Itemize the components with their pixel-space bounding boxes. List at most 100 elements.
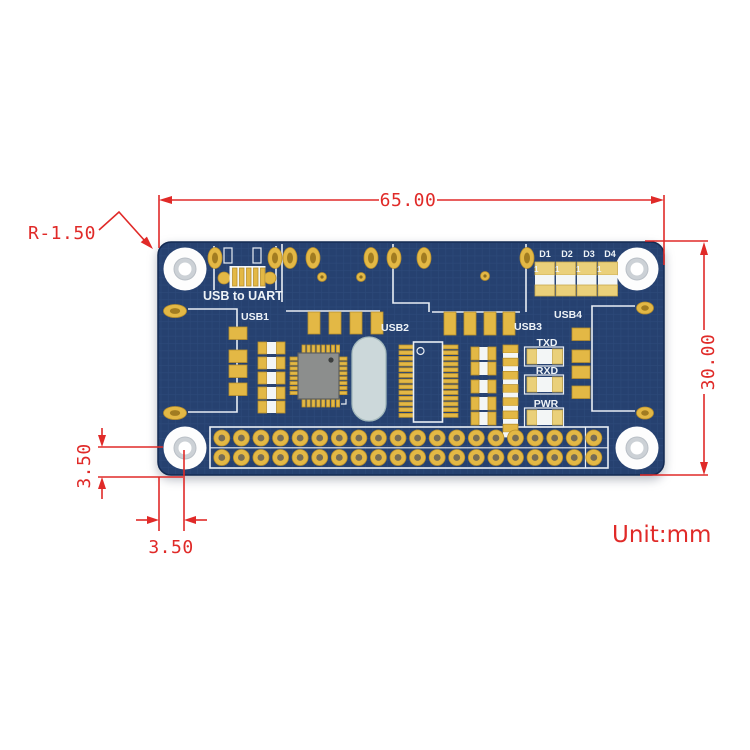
gpio-pin-hole	[433, 454, 441, 461]
qfp-pin	[326, 344, 331, 354]
dim-corner-radius: R-1.50	[28, 210, 153, 249]
led-body	[537, 410, 553, 425]
gpio-pin-hole	[570, 454, 578, 461]
ssop-pin	[398, 384, 414, 390]
corner-radius-value: R-1.50	[28, 223, 96, 244]
silkscreen-labels: USB to UART USB1 USB2 USB3 USB4 TXD RXD …	[203, 249, 616, 410]
led-body	[577, 275, 597, 285]
qfp-pin	[289, 381, 299, 386]
ssop-ic-footprint	[398, 341, 459, 423]
usb4-pad	[571, 365, 591, 379]
resistor-pad	[276, 371, 286, 385]
qfp-pin	[289, 385, 299, 391]
ssop-pin	[442, 395, 459, 401]
ssop-pin	[442, 367, 459, 373]
gpio-pin-hole	[375, 434, 382, 442]
gpio-pin-hole	[414, 434, 421, 442]
led-body	[556, 275, 576, 285]
usb2-pad	[328, 311, 342, 335]
qfp-pin	[338, 361, 348, 366]
ssop-pin	[398, 373, 414, 378]
led-pad	[597, 284, 618, 297]
qfp-pin	[301, 398, 306, 408]
d4-label: D4	[604, 249, 616, 259]
qfp-pin	[311, 344, 316, 354]
ssop-pin	[442, 373, 459, 378]
resistor-body	[479, 397, 488, 410]
resistor-pad	[470, 396, 480, 411]
ssop-pin	[442, 361, 459, 367]
usb2-pad	[370, 311, 384, 335]
led-pad	[552, 348, 563, 365]
resistor-pad	[257, 371, 267, 385]
uart-mount-pad	[217, 271, 231, 285]
led-pad	[534, 284, 555, 297]
arrowhead-up	[700, 242, 708, 255]
led-pad	[555, 284, 576, 297]
qfp-pin	[306, 344, 311, 354]
resistor-pad	[502, 370, 519, 380]
led-pad	[576, 284, 597, 297]
qfp-pin	[301, 344, 306, 354]
led-outline	[523, 407, 565, 428]
led-pad	[526, 409, 538, 426]
resistor-body	[266, 387, 277, 399]
gpio-pin-hole	[375, 454, 382, 461]
gpio-pin-hole	[590, 434, 598, 442]
via-hole	[359, 275, 363, 279]
arrowhead	[140, 236, 153, 249]
led-pad	[526, 376, 538, 393]
qfp-pin	[335, 344, 340, 354]
gpio-pin-hole	[551, 434, 559, 442]
passive-components	[257, 341, 519, 438]
post-pad-hole	[272, 252, 278, 264]
uart-connector-pins	[217, 266, 277, 288]
resistor-pad	[276, 400, 286, 414]
dim-hole-offset-vertical: 3.50	[74, 428, 183, 499]
led-pin1-mark: 1	[576, 265, 581, 274]
gpio-pin-hole	[277, 434, 284, 442]
qfp-pin	[316, 344, 321, 354]
gpio-pin-hole	[472, 434, 480, 442]
gpio-pin-hole	[218, 434, 226, 442]
gpio-pin-hole	[296, 454, 304, 461]
post-pad-hole	[641, 410, 649, 416]
resistor-body	[503, 353, 518, 359]
led-pin1-mark: 1	[597, 265, 602, 274]
uart-pin	[260, 267, 266, 287]
pcb-board: USB to UART USB1 USB2 USB3 USB4 TXD RXD …	[157, 241, 665, 476]
qfp-pin	[326, 398, 331, 408]
usb-post-pads-top	[207, 247, 535, 269]
crystal-oscillator	[351, 336, 387, 422]
qfp-pin	[289, 361, 299, 366]
resistor-pad	[276, 341, 286, 355]
usb1-label: USB1	[241, 311, 269, 323]
gpio-pin-hole	[433, 434, 441, 442]
usb1-pad	[228, 364, 248, 378]
usb3-pad	[502, 311, 516, 336]
gpio-pin-hole	[531, 454, 539, 461]
ssop-pin	[442, 412, 459, 418]
resistor-pad	[470, 411, 480, 426]
qfp-pin	[338, 371, 348, 376]
ssop-pin	[442, 355, 459, 361]
arrowhead-up	[98, 477, 106, 489]
qfp-pin	[289, 376, 299, 381]
gpio-pin-hole	[257, 434, 265, 442]
resistor-body	[503, 419, 518, 425]
led-body	[537, 377, 553, 392]
ssop-pin	[398, 412, 414, 418]
gpio-pin-hole	[512, 434, 519, 442]
ssop-pin	[398, 344, 414, 350]
unit-note: Unit:mm	[612, 522, 711, 548]
post-pad-hole	[641, 305, 649, 311]
hole-offset-value: 3.50	[74, 443, 95, 488]
resistor-body	[266, 357, 277, 369]
d3-label: D3	[583, 249, 595, 259]
usb3-label: USB3	[514, 321, 542, 333]
gpio-pin-hole	[453, 454, 461, 461]
uart-pin	[246, 267, 252, 287]
mounting-hole	[630, 441, 644, 455]
gpio-pin-hole	[472, 454, 480, 461]
